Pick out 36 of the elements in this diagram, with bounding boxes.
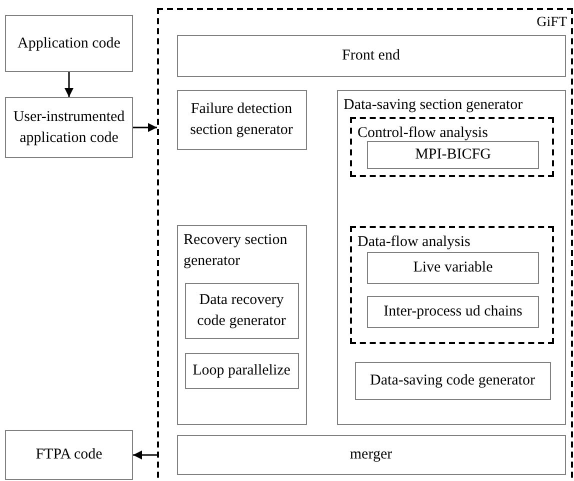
box-label: User-instrumented application code: [12, 108, 126, 148]
box-label: Control-flow analysis: [358, 124, 489, 142]
process-box: [367, 141, 539, 169]
box-label: GiFT: [536, 14, 567, 32]
box-label: Data-saving section generator: [344, 96, 524, 114]
process-box: [5, 15, 133, 72]
arrow: [133, 450, 157, 460]
box-label: Loop parallelize: [192, 361, 292, 380]
box-label: Data recovery code generator: [196, 290, 287, 330]
box-label: Data-saving code generator: [369, 371, 536, 390]
process-box: [176, 34, 566, 76]
box-label: Live variable: [412, 258, 494, 278]
dashed-group-box: [350, 116, 554, 176]
box-label: merger: [348, 445, 394, 464]
box-label: Inter-process ud chains: [382, 302, 524, 322]
process-box: [367, 296, 539, 328]
process-box: [176, 434, 566, 474]
process-box: [5, 430, 133, 480]
process-box: [176, 90, 306, 150]
box-label: Recovery section generator: [184, 230, 288, 270]
process-box: [367, 252, 539, 284]
arrow: [133, 123, 157, 132]
dashed-group-box: [350, 226, 554, 344]
process-box: [184, 282, 298, 338]
box-label: FTPA code: [34, 446, 104, 464]
box-label: Data-flow analysis: [358, 232, 472, 252]
process-box: [354, 362, 550, 400]
box-label: Failure detection section generator: [189, 100, 294, 140]
box-label: Front end: [341, 46, 401, 65]
process-box: [336, 90, 566, 424]
process-box: [5, 97, 133, 158]
arrow: [64, 72, 74, 97]
process-box: [176, 224, 306, 424]
process-box: [184, 352, 298, 388]
box-label: MPI-BICFG: [414, 146, 492, 164]
box-label: Application code: [16, 34, 122, 53]
